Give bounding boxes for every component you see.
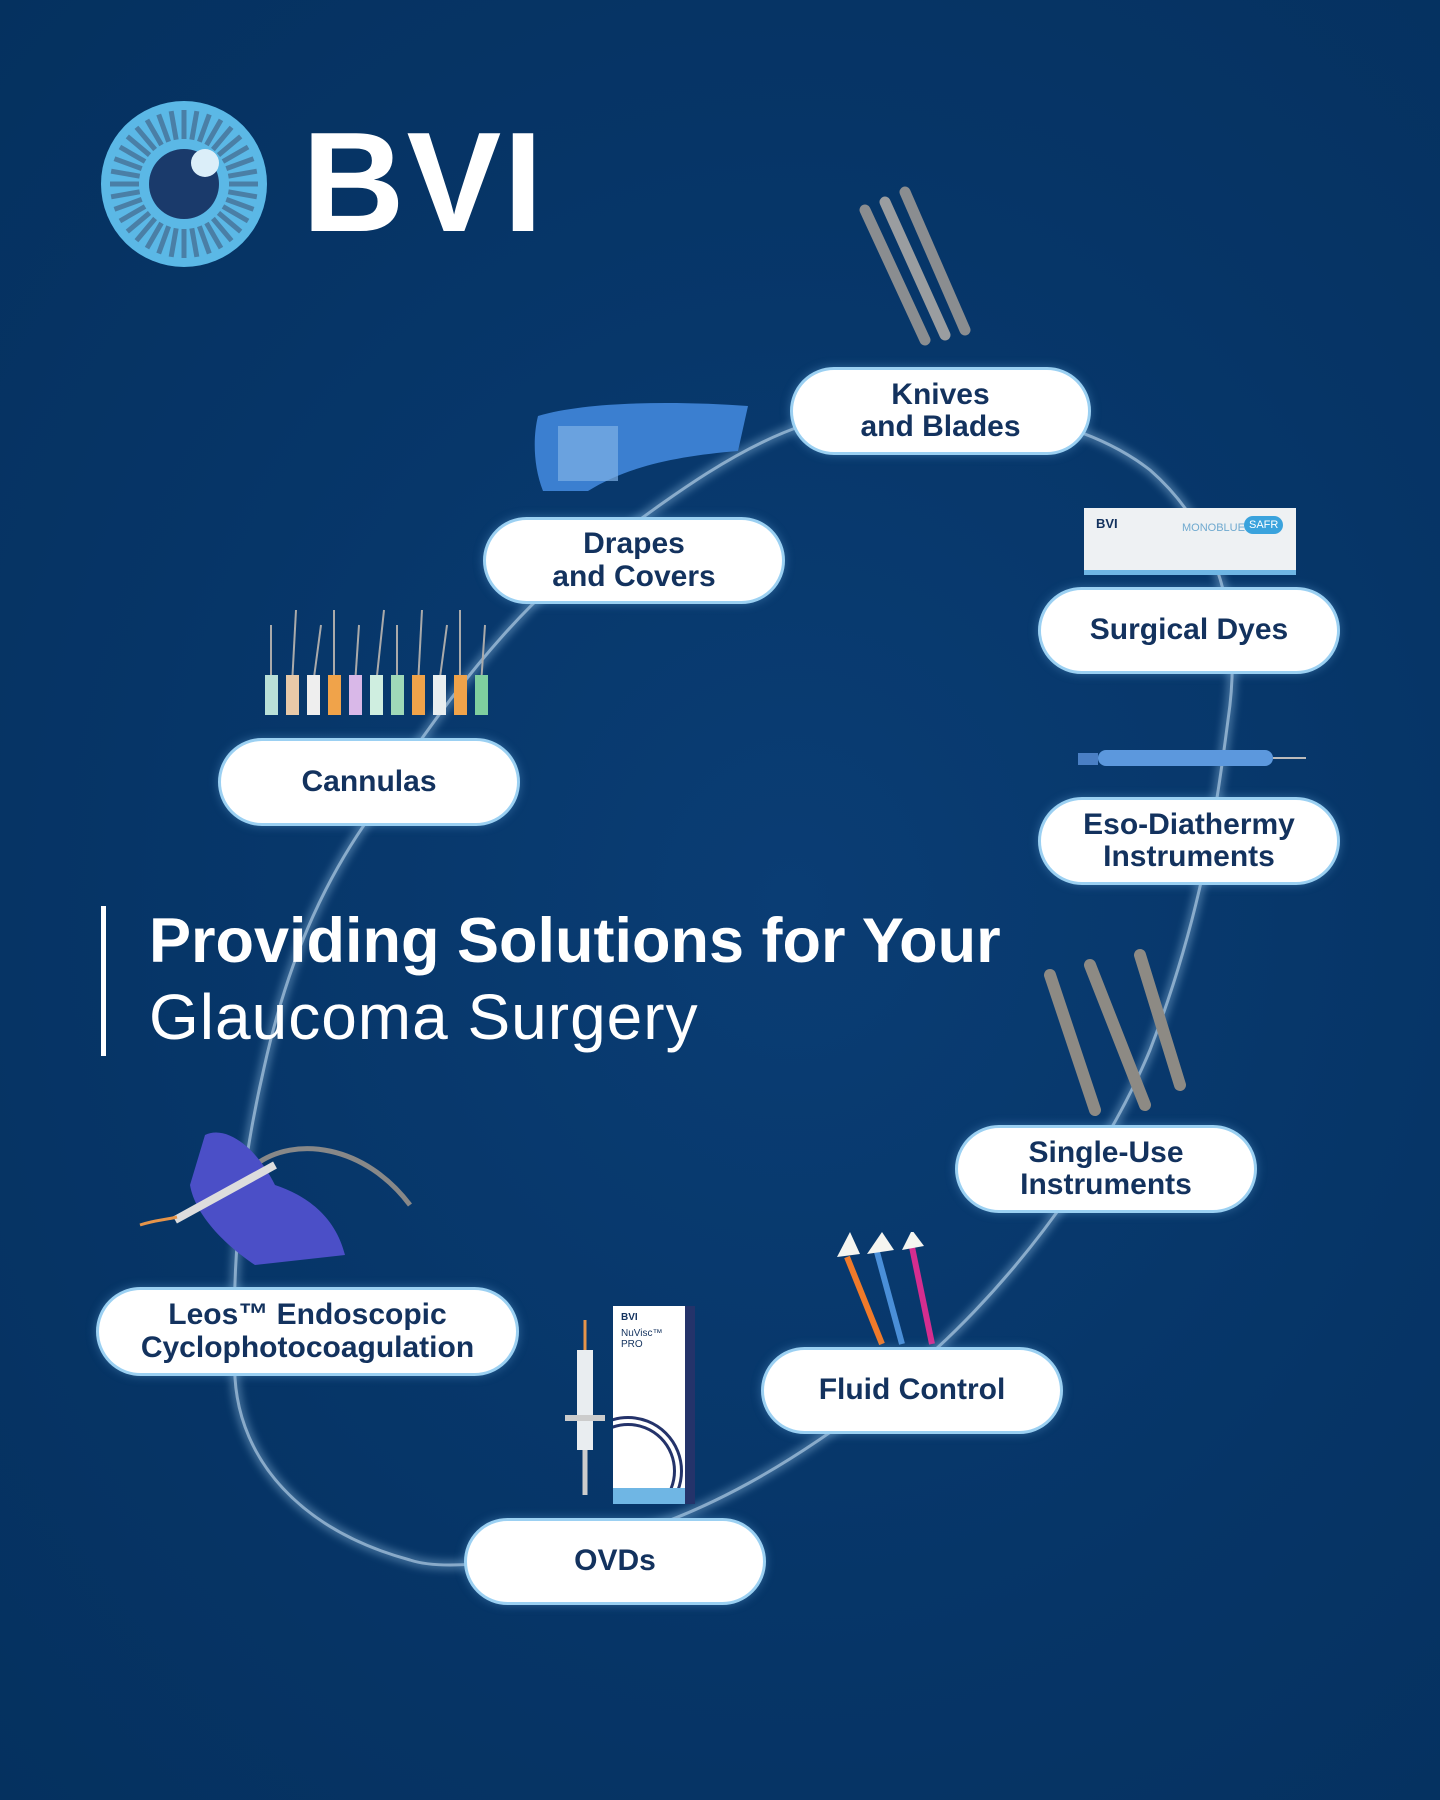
pill-ovds[interactable]: OVDs — [464, 1518, 766, 1605]
dye-box-badge: SAFR — [1244, 516, 1284, 534]
cannula — [433, 675, 446, 715]
syringe-image — [565, 1320, 605, 1495]
endoscope-hand-image — [139, 1132, 412, 1265]
cannula — [454, 675, 467, 715]
cannula — [349, 675, 362, 715]
cannula — [286, 675, 299, 715]
pill-single-use-instruments[interactable]: Single-Use Instruments — [955, 1125, 1257, 1213]
ovd-box-brand: BVI — [621, 1312, 638, 1323]
pill-drapes-and-covers[interactable]: Drapes and Covers — [483, 517, 785, 604]
pill-knives-and-blades[interactable]: Knives and Blades — [790, 367, 1091, 455]
pill-leos-endoscopic-cyclophotocoagulation[interactable]: Leos™ Endoscopic Cyclophotocoagulation — [96, 1287, 519, 1376]
dye-box-brand: BVI — [1096, 516, 1118, 531]
diathermy-pen-image — [1078, 750, 1306, 766]
ovd-box-image: BVI NuVisc™ PRO — [613, 1306, 695, 1504]
sponges-image — [837, 1232, 935, 1346]
cannula — [307, 675, 320, 715]
headline: Providing Solutions for Your Glaucoma Su… — [101, 906, 1001, 1056]
headline-line1: Providing Solutions for Your — [149, 906, 1001, 976]
brand-name: BVI — [302, 103, 545, 262]
cannula — [265, 675, 278, 715]
cannula — [328, 675, 341, 715]
cannula — [475, 675, 488, 715]
pill-fluid-control[interactable]: Fluid Control — [761, 1347, 1063, 1434]
drape-image — [534, 403, 748, 491]
pill-cannulas[interactable]: Cannulas — [218, 738, 520, 826]
pill-surgical-dyes[interactable]: Surgical Dyes — [1038, 587, 1340, 674]
dye-box-product: MONOBLUE — [1182, 522, 1245, 534]
forceps-image — [1044, 949, 1186, 1116]
cannula — [370, 675, 383, 715]
pill-eso-diathermy-instruments[interactable]: Eso-Diathermy Instruments — [1038, 797, 1340, 885]
cannula — [412, 675, 425, 715]
headline-line2: Glaucoma Surgery — [149, 981, 699, 1053]
cannulas-image — [265, 609, 488, 715]
eye-icon — [101, 101, 267, 267]
dye-box-image: BVI MONOBLUE SAFR — [1084, 508, 1296, 575]
cannula — [391, 675, 404, 715]
knives-image — [859, 186, 971, 346]
ovd-box-product: NuVisc™ PRO — [621, 1328, 663, 1350]
